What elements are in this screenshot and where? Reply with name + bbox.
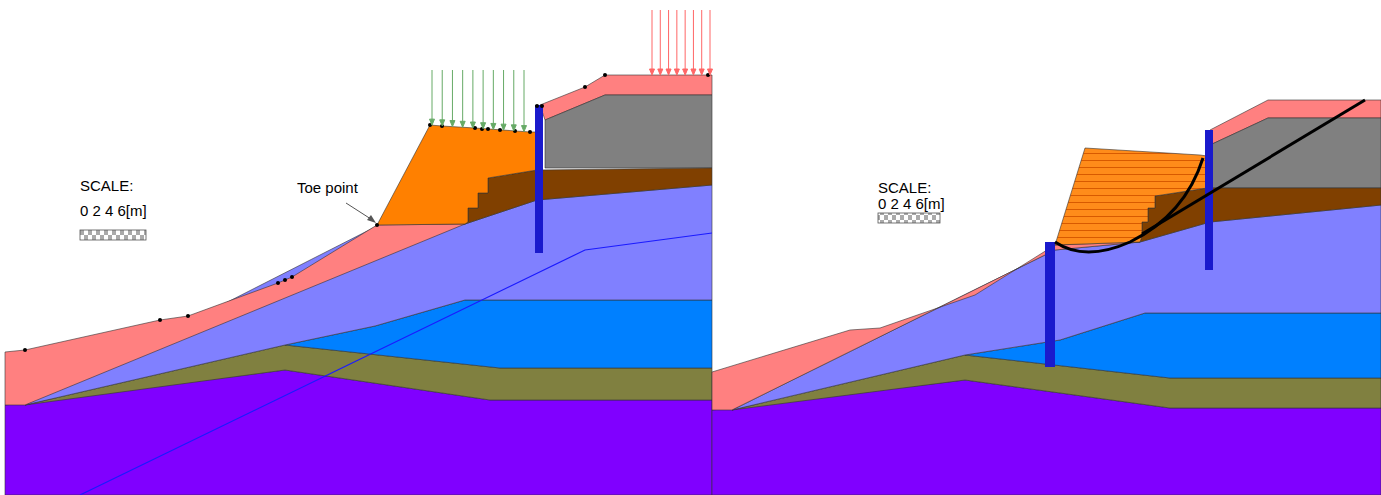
load-arrow [652, 10, 653, 70]
load-arrow [660, 10, 661, 70]
scale-bar [80, 230, 146, 240]
load-arrow [710, 10, 711, 70]
callout-label: Toe point [297, 180, 358, 195]
load-arrow [676, 10, 677, 70]
arrowhead [367, 215, 376, 223]
right-section [712, 100, 1381, 495]
arrowhead [430, 119, 435, 125]
load-arrow [442, 70, 443, 121]
arrowhead [658, 69, 663, 75]
load-arrow [668, 10, 669, 70]
water-table [80, 233, 712, 495]
sheet-pile-wall [535, 105, 543, 253]
arrowhead [511, 125, 516, 131]
scale-title: SCALE: [80, 178, 133, 193]
sheet-pile-wall [1045, 242, 1055, 367]
load-arrow [685, 10, 686, 70]
slip-surface [1055, 158, 1203, 252]
load-arrow [432, 70, 433, 120]
surcharge-load [430, 70, 527, 132]
load-arrow [524, 70, 525, 127]
scale-ticks: 0 2 4 6[m] [80, 203, 147, 218]
load-arrow [452, 70, 453, 122]
arrowhead [522, 126, 527, 132]
arrowhead [691, 69, 696, 75]
slip-line [1142, 100, 1365, 234]
arrowhead [501, 124, 506, 130]
scale-title: SCALE: [878, 180, 931, 195]
arrowhead [470, 122, 475, 128]
scale-ticks: 0 2 4 6[m] [878, 196, 945, 211]
surcharge-load [650, 10, 713, 75]
load-arrow [503, 70, 504, 125]
surface-points [23, 73, 710, 352]
arrowhead [460, 121, 465, 127]
arrowhead [440, 120, 445, 126]
arrowhead [683, 69, 688, 75]
arrowhead [666, 69, 671, 75]
load-arrow [493, 70, 494, 124]
load-arrow [472, 70, 473, 123]
left-section [5, 75, 712, 495]
arrowhead [699, 69, 704, 75]
load-arrow [513, 70, 514, 126]
load-arrow [693, 10, 694, 70]
load-arrow [483, 70, 484, 124]
arrowhead [491, 123, 496, 129]
scale-bar [878, 213, 940, 223]
arrowhead [481, 123, 486, 129]
arrowhead [708, 69, 713, 75]
load-arrow [462, 70, 463, 122]
load-arrow [701, 10, 702, 70]
sheet-pile-wall [1205, 130, 1213, 270]
arrowhead [450, 121, 455, 127]
arrowhead [650, 69, 655, 75]
arrowhead [674, 69, 679, 75]
